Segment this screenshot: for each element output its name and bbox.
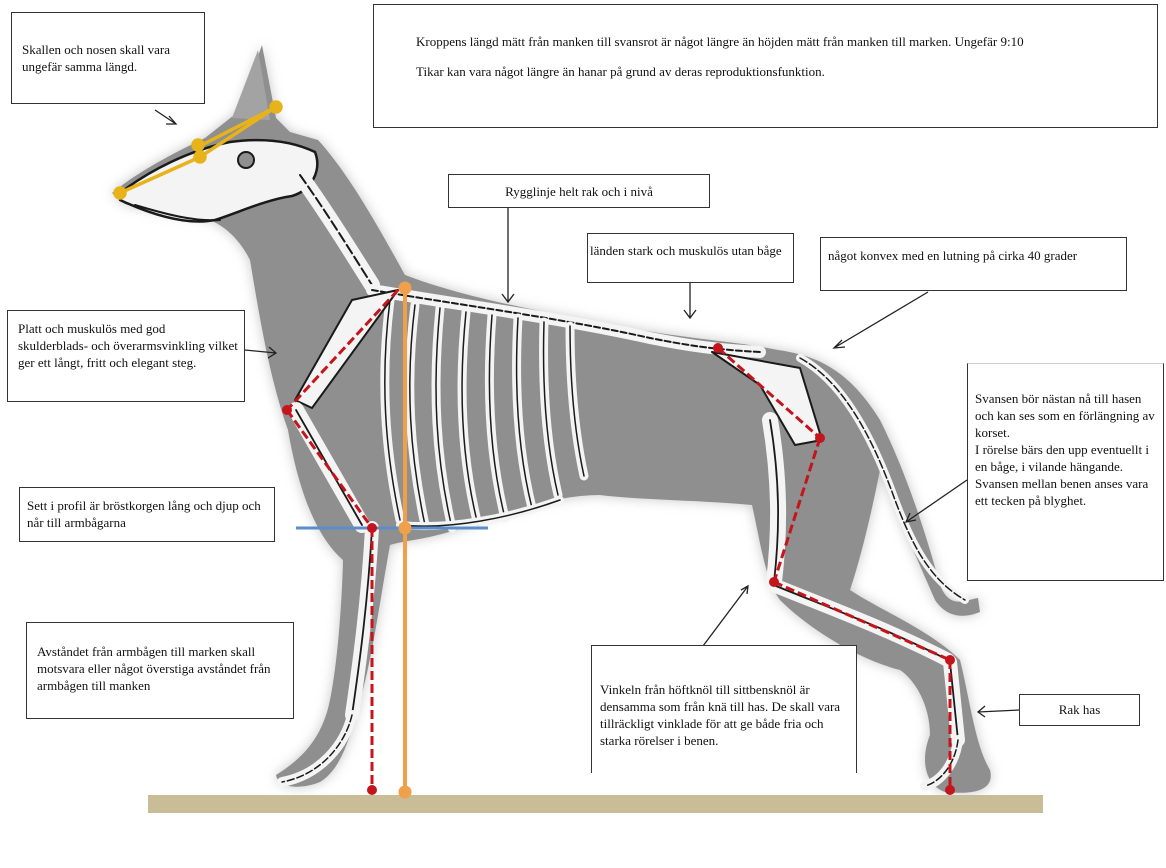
body-proportion-text: Kroppens längd mätt från manken till sva… <box>416 33 1147 50</box>
skull-note: Skallen och nosen skall vara ungefär sam… <box>11 12 205 104</box>
topline-note-text: Rygglinje helt rak och i nivå <box>449 183 709 200</box>
tail-note: Svansen bör nästan nå till hasen och kan… <box>967 363 1164 581</box>
ground-line <box>148 795 1043 813</box>
hock-note-text: Rak has <box>1020 701 1139 718</box>
hip-angle-note-text: Vinkeln från höftknöl till sittbensknöl … <box>600 681 852 749</box>
elbow-note: Avståndet från armbågen till marken skal… <box>26 622 294 719</box>
croup-note: något konvex med en lutning på cirka 40 … <box>820 237 1127 291</box>
hip-angle-note: Vinkeln från höftknöl till sittbensknöl … <box>591 645 857 773</box>
tail-note-text-1: Svansen bör nästan nå till hasen och kan… <box>975 390 1161 441</box>
chest-note-text: Sett i profil är bröstkorgen lång och dj… <box>27 497 268 531</box>
topline-note: Rygglinje helt rak och i nivå <box>448 174 710 208</box>
shoulder-note: Platt och muskulös med god skulderblads-… <box>7 310 245 402</box>
croup-note-text: något konvex med en lutning på cirka 40 … <box>828 247 1120 264</box>
hock-note: Rak has <box>1019 694 1140 726</box>
elbow-note-text: Avståndet från armbågen till marken skal… <box>37 643 287 694</box>
shoulder-note-text: Platt och muskulös med god skulderblads-… <box>18 320 238 371</box>
females-text: Tikar kan vara något längre än hanar på … <box>416 63 1147 80</box>
skull-note-text: Skallen och nosen skall vara ungefär sam… <box>22 41 196 75</box>
loin-note: länden stark och muskulös utan båge <box>587 233 794 283</box>
tail-note-text-3: Svansen mellan benen anses vara ett teck… <box>975 475 1161 509</box>
body-proportion-note: Kroppens längd mätt från manken till sva… <box>373 4 1158 128</box>
loin-note-text: länden stark och muskulös utan båge <box>590 242 789 259</box>
tail-note-text-2: I rörelse bärs den upp eventuellt i en b… <box>975 441 1161 475</box>
chest-note: Sett i profil är bröstkorgen lång och dj… <box>19 487 275 542</box>
